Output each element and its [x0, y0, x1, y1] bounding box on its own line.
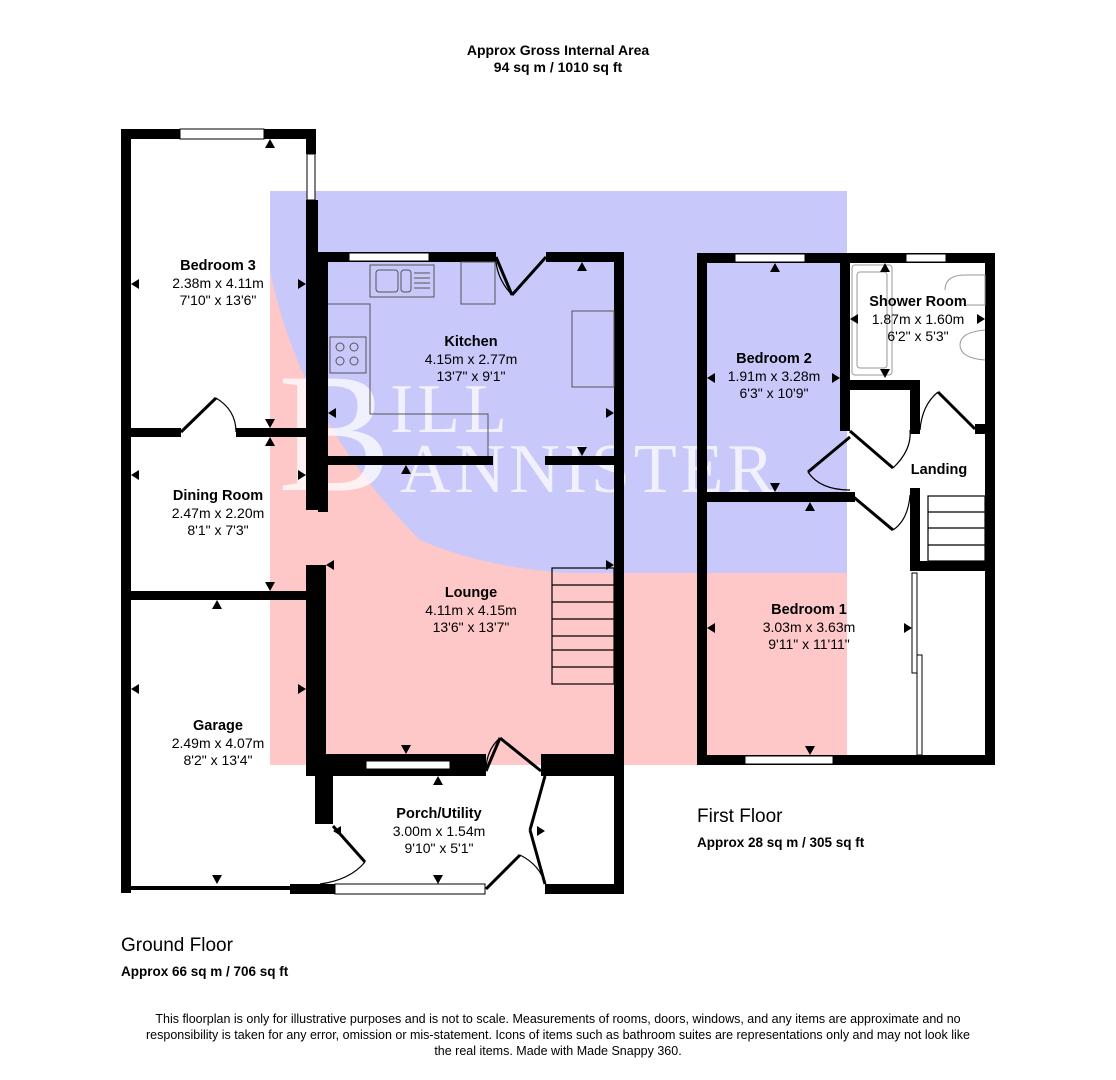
room-label-kitchen: Kitchen 4.15m x 2.77m 13'7" x 9'1"	[425, 334, 518, 385]
room-metric: 2.49m x 4.07m	[171, 735, 265, 751]
room-metric: 4.11m x 4.15m	[425, 602, 517, 618]
room-imperial: 9'11" x 11'11"	[768, 636, 850, 652]
room-imperial: 6'2" x 5'3"	[887, 328, 949, 344]
room-metric: 4.15m x 2.77m	[424, 351, 518, 367]
room-name: Lounge	[444, 585, 498, 601]
dimension-arrows	[131, 139, 985, 884]
room-imperial: 7'10" x 13'6"	[179, 292, 257, 308]
first-floor-walls	[697, 253, 995, 765]
room-metric: 1.87m x 1.60m	[871, 311, 965, 327]
room-imperial: 8'2" x 13'4"	[183, 752, 253, 768]
room-name: Garage	[193, 718, 243, 734]
door-swings	[215, 261, 546, 885]
ground-floor-area: Approx 66 sq m / 706 sq ft	[121, 964, 289, 979]
room-name: Kitchen	[444, 334, 498, 350]
room-metric: 2.47m x 2.20m	[171, 505, 265, 521]
gross-area-value: 94 sq m / 1010 sq ft	[493, 59, 623, 75]
first-floor-stairs	[927, 495, 986, 562]
room-name: Bedroom 3	[180, 258, 256, 274]
room-label-bedroom-2: Bedroom 2 1.91m x 3.28m 6'3" x 10'9"	[728, 351, 821, 402]
svg-text:ILL: ILL	[390, 371, 511, 448]
room-name: Porch/Utility	[396, 806, 482, 822]
room-metric: 2.38m x 4.11m	[172, 275, 264, 291]
kitchen-fittings	[328, 261, 615, 456]
room-imperial: 9'10" x 5'1"	[404, 840, 474, 856]
room-label-bedroom-1: Bedroom 1 3.03m x 3.63m 9'11" x 11'11"	[763, 602, 856, 653]
room-imperial: 8'1" x 7'3"	[187, 522, 249, 538]
room-label-garage: Garage 2.49m x 4.07m 8'2" x 13'4"	[172, 718, 265, 769]
room-name: Landing	[910, 462, 968, 478]
gross-area-title: Approx Gross Internal Area	[466, 42, 650, 58]
room-name: Shower Room	[869, 294, 967, 310]
room-label-porch-utility: Porch/Utility 3.00m x 1.54m 9'10" x 5'1"	[393, 806, 486, 857]
first-floor-name: First Floor	[697, 806, 783, 827]
room-label-lounge: Lounge 4.11m x 4.15m 13'6" x 13'7"	[425, 585, 517, 636]
ground-floor-stairs	[551, 567, 615, 685]
room-name: Bedroom 1	[771, 602, 847, 618]
room-metric: 3.00m x 1.54m	[392, 823, 486, 839]
room-label-shower-room: Shower Room 1.87m x 1.60m 6'2" x 5'3"	[869, 294, 966, 345]
room-label-bedroom-3: Bedroom 3 2.38m x 4.11m 7'10" x 13'6"	[172, 258, 264, 309]
room-metric: 1.91m x 3.28m	[727, 368, 821, 384]
room-name: Bedroom 2	[736, 351, 812, 367]
first-floor-windows	[734, 253, 947, 765]
room-name: Dining Room	[172, 488, 264, 504]
room-imperial: 6'3" x 10'9"	[739, 385, 809, 401]
room-imperial: 13'6" x 13'7"	[432, 619, 510, 635]
room-metric: 3.03m x 3.63m	[762, 619, 856, 635]
room-label-dining-room: Dining Room 2.47m x 2.20m 8'1" x 7'3"	[172, 488, 265, 539]
first-floor-area: Approx 28 sq m / 305 sq ft	[697, 835, 865, 850]
ground-floor-windows	[179, 128, 486, 895]
room-imperial: 13'7" x 9'1"	[436, 368, 506, 384]
first-floor-doors	[807, 390, 977, 532]
disclaimer-text: This floorplan is only for illustrative …	[146, 1012, 970, 1058]
room-label-landing: Landing	[911, 462, 967, 479]
ground-floor-name: Ground Floor	[121, 935, 233, 956]
